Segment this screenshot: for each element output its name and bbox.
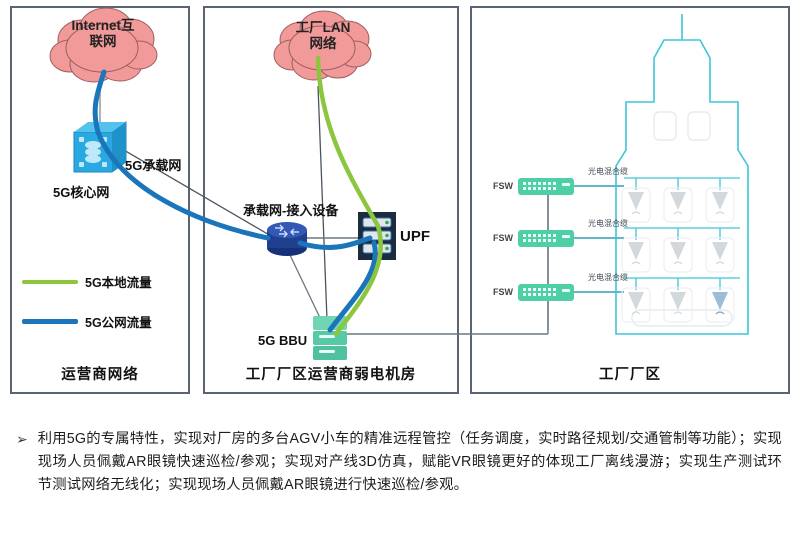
cable-label-2: 光电混合缆	[588, 219, 628, 228]
node-label-bearer-access: 承载网-接入设备	[243, 203, 339, 218]
factory-lan-cloud-label: 工厂LAN 网络	[295, 20, 351, 52]
fsw-switch-2-icon	[518, 230, 574, 247]
fsw-switch-3-icon	[518, 284, 574, 301]
access-point-grid	[621, 177, 740, 323]
network-architecture-diagram: Internet互 联网 5G核心网 5G承载网 5G本地流量 5G公网流量 运…	[10, 6, 790, 394]
internet-cloud-label: Internet互 联网	[71, 18, 135, 50]
fsw-label-2: FSW	[493, 233, 513, 243]
traffic-flow-lines	[92, 55, 383, 337]
fsw-switch-1-icon	[518, 178, 574, 195]
notes-row: ➢ 利用5G的专属特性，实现对厂房的多台AGV小车的精准远程管控（任务调度，实时…	[16, 428, 782, 497]
fsw-label-3: FSW	[493, 287, 513, 297]
panel-label-operator-network: 运营商网络	[61, 367, 139, 383]
node-label-upf: UPF	[400, 228, 430, 245]
fsw-label-1: FSW	[493, 181, 513, 191]
cable-label-1: 光电混合缆	[588, 167, 628, 176]
legend-label-local: 5G本地流量	[85, 276, 152, 290]
link-label-bearer-network: 5G承载网	[125, 158, 182, 173]
panel-factory-area	[470, 6, 790, 394]
legend-item-public-traffic: 5G公网流量	[22, 312, 152, 331]
panel-label-factory-area: 工厂厂区	[599, 367, 661, 383]
factory-lan-cloud-icon	[273, 10, 372, 81]
notes-section: ➢ 利用5G的专属特性，实现对厂房的多台AGV小车的精准远程管控（任务调度，实时…	[0, 414, 800, 533]
legend-item-local-traffic: 5G本地流量	[22, 272, 152, 291]
router-icon	[267, 222, 307, 256]
node-label-5g-core: 5G核心网	[53, 185, 110, 200]
notes-text: 利用5G的专属特性，实现对厂房的多台AGV小车的精准远程管控（任务调度，实时路径…	[37, 431, 782, 494]
legend-swatch-local	[22, 279, 78, 284]
panel-label-telecom-room: 工厂厂区运营商弱电机房	[245, 367, 417, 383]
bbu-stack-icon	[313, 316, 347, 360]
cable-label-3: 光电混合缆	[588, 273, 628, 282]
legend-label-public: 5G公网流量	[85, 316, 152, 330]
factory-building-outline	[615, 14, 749, 335]
node-label-bbu: 5G BBU	[258, 333, 308, 348]
bullet-icon: ➢	[16, 431, 28, 447]
legend-swatch-public	[22, 319, 78, 324]
connection-lines-thin	[99, 85, 549, 335]
